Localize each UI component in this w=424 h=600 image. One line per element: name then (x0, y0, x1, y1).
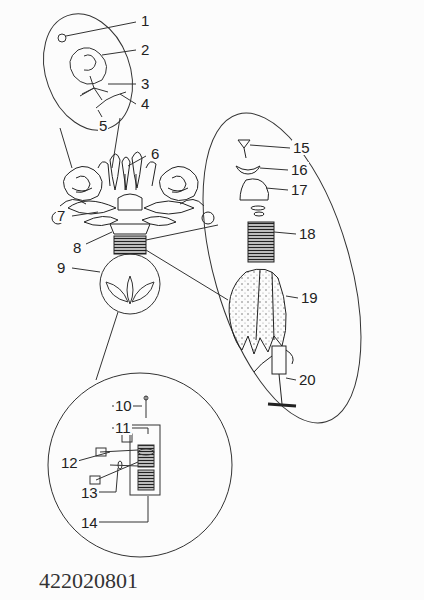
callout-number: 19 (300, 290, 319, 305)
callout-number: 16 (290, 162, 309, 177)
callout-number: 10 (114, 398, 133, 413)
callout-number: 14 (80, 515, 99, 530)
callout-number: 7 (56, 208, 66, 223)
callout-number: 2 (140, 42, 150, 57)
callout-number: 8 (72, 240, 82, 255)
callout-number: 1 (140, 13, 150, 28)
callout-number: 20 (298, 372, 317, 387)
callout-number: 6 (150, 146, 160, 161)
callout-number: 17 (290, 182, 309, 197)
callout-number: 15 (292, 140, 311, 155)
callout-number: 4 (140, 96, 150, 111)
callout-number: 3 (140, 76, 150, 91)
callout-number: 12 (60, 455, 79, 470)
callout-number: 18 (298, 226, 317, 241)
callout-number: 9 (56, 260, 66, 275)
callout-number: 11 (114, 420, 132, 435)
callout-number: 13 (80, 485, 99, 500)
callout-number: 5 (98, 118, 108, 133)
part-code: 422020801 (38, 570, 139, 592)
